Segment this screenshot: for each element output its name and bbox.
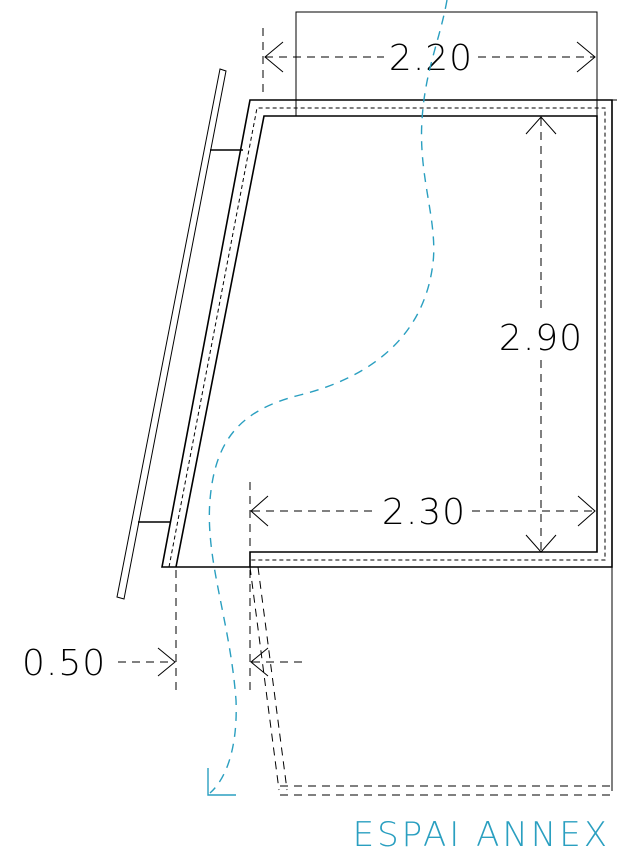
room-outline: [161, 99, 617, 568]
circulation-path: [207, 0, 448, 796]
annex-space-outline: [249, 566, 613, 796]
slanted-rail: [116, 68, 243, 600]
top-box: [295, 11, 598, 116]
dimension-height-label: 2.90: [499, 318, 583, 359]
dimension-bottom: 2.30: [249, 482, 596, 548]
dimension-height: 2.90: [499, 116, 583, 553]
space-label: ESPAI ANNEX: [353, 815, 610, 855]
dimension-offset: 0.50: [22, 570, 308, 690]
dimension-offset-label: 0.50: [22, 643, 106, 684]
dimension-top-label: 2.20: [389, 38, 473, 79]
dimension-top: 2.20: [262, 28, 596, 98]
dimension-bottom-label: 2.30: [382, 492, 466, 533]
path-arrow-icon: [207, 768, 236, 796]
